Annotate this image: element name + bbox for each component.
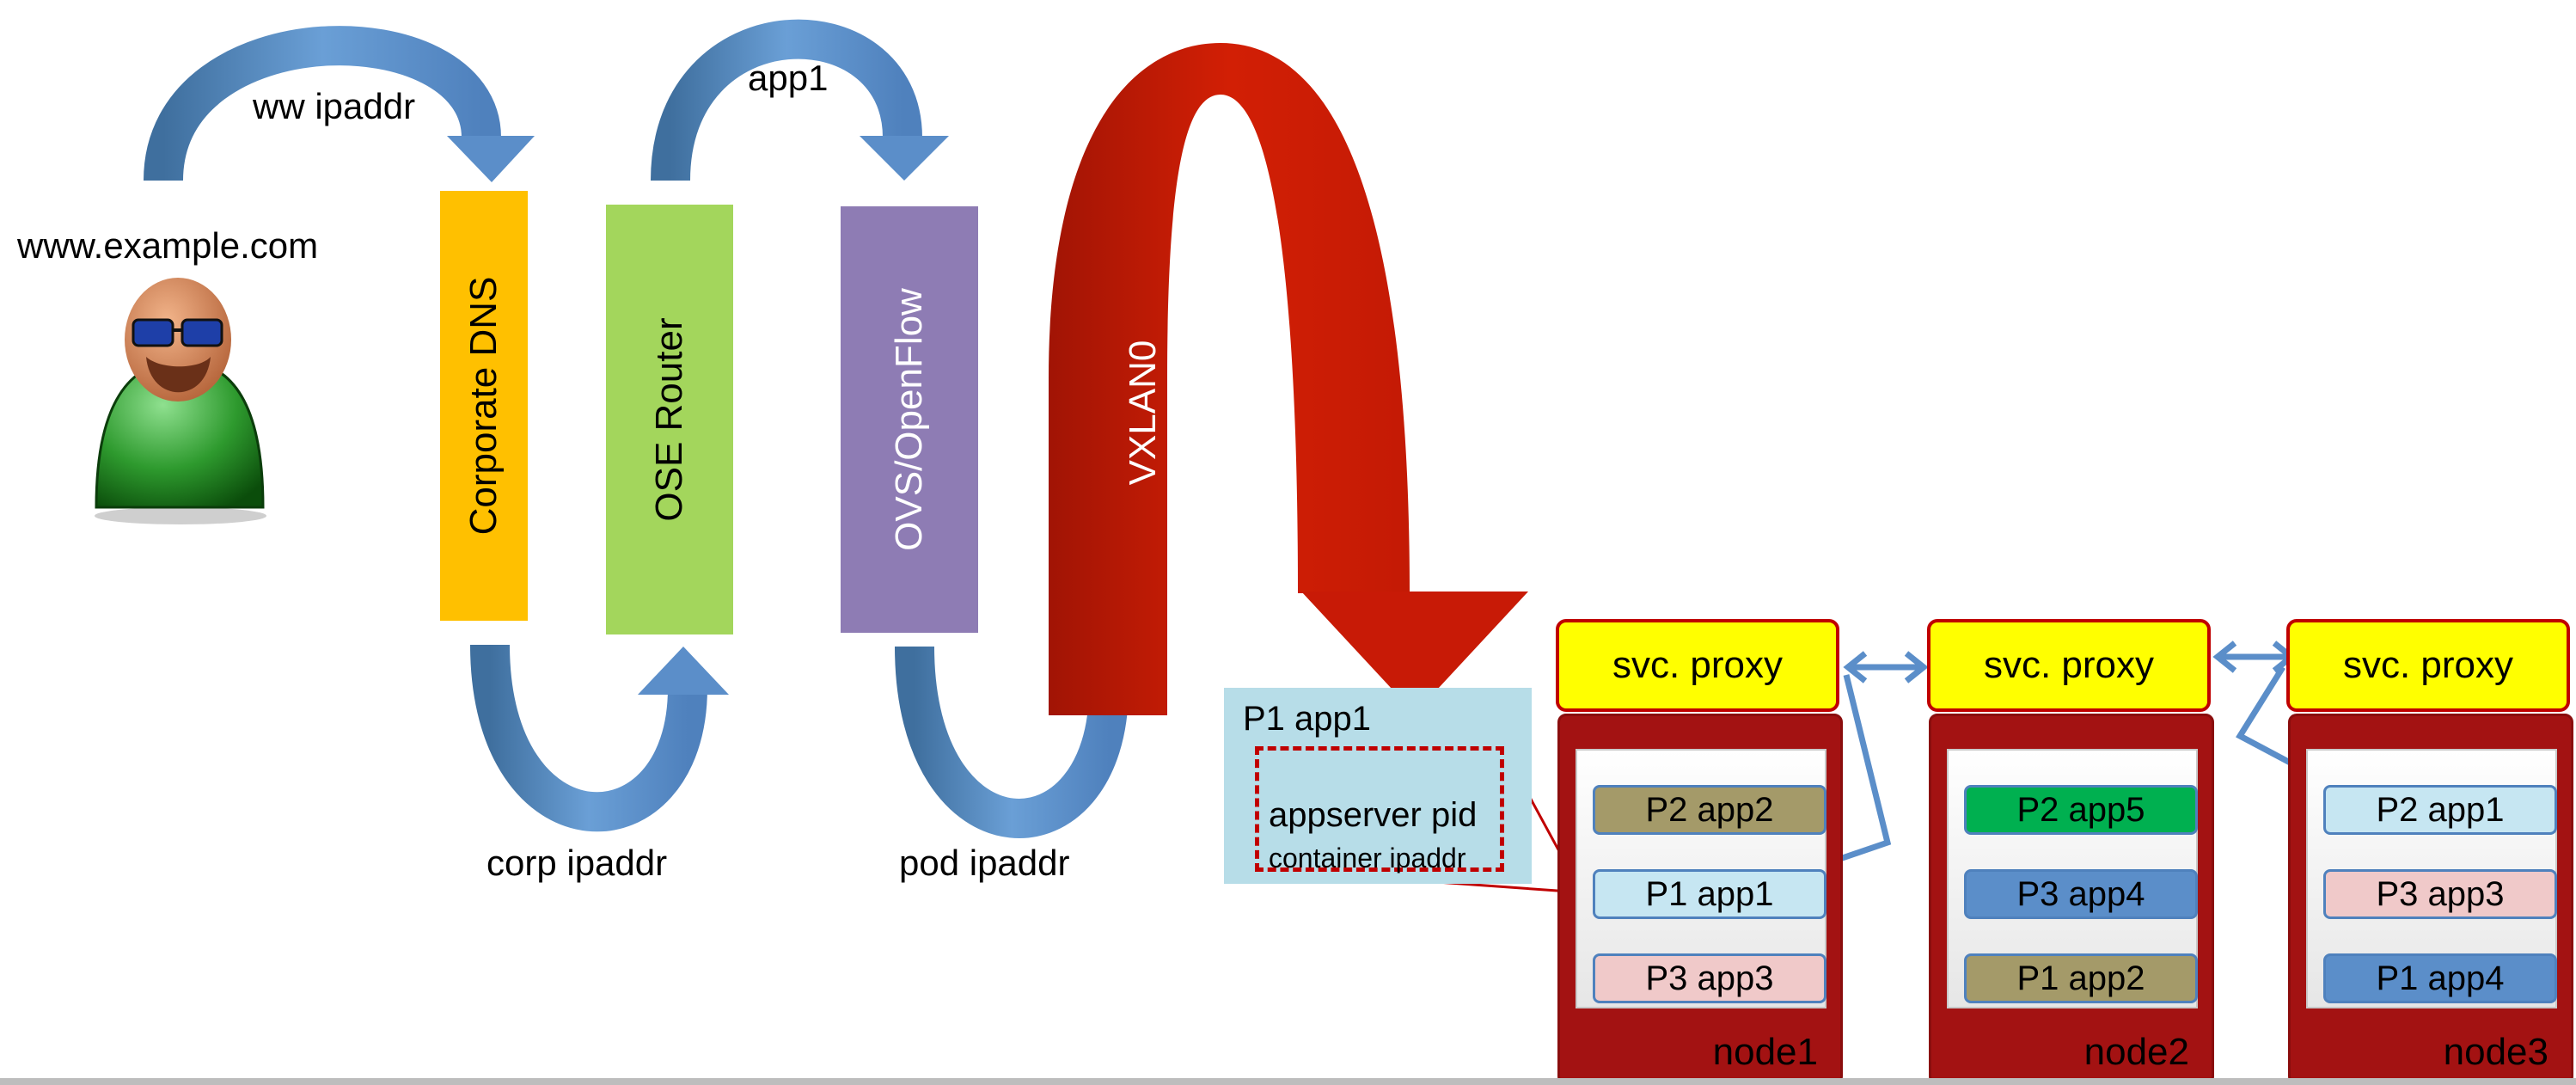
arrow-corp-ipaddr [470,644,729,832]
pod-p3-app4-node-2: P3 app4 [1964,869,2198,919]
ovs-openflow-bar: OVS/OpenFlow [841,206,978,633]
pod-detail-container-ip: container ipaddr [1269,843,1466,874]
node-1: svc. proxy P2 app2 P1 app1 P3 app3 node1 [1556,619,1845,1085]
pod-p1-app2-node-2: P1 app2 [1964,953,2198,1003]
pod-p1-app1-node-1: P1 app1 [1593,869,1826,919]
node-2-body: P2 app5 P3 app4 P1 app2 node2 [1929,714,2214,1085]
arrow-app1 [651,19,949,181]
corporate-dns-bar: Corporate DNS [440,191,528,621]
app1-label: app1 [748,58,829,98]
pod-p2-app1-node-3: P2 app1 [2323,785,2557,835]
proxy-link-1-2 [1843,651,1929,683]
node-1-body: P2 app2 P1 app1 P3 app3 node1 [1557,714,1843,1085]
pod-p1-app4-node-3: P1 app4 [2323,953,2557,1003]
node-3-label: node3 [2443,1031,2548,1073]
svc-proxy-node-2: svc. proxy [1927,619,2211,712]
node-2: svc. proxy P2 app5 P3 app4 P1 app2 node2 [1927,619,2216,1085]
svc-proxy-node-1: svc. proxy [1556,619,1839,712]
node-1-label: node1 [1712,1031,1818,1073]
pod-detail-title: P1 app1 [1243,700,1372,738]
arrow-ww-ipaddr [144,26,535,182]
pod-detail-box: P1 app1 appserver pid container ipaddr [1224,688,1532,884]
pod-detail-dashed-frame [1255,746,1504,872]
corporate-dns-label: Corporate DNS [462,276,505,536]
pod-ipaddr-label: pod ipaddr [899,843,1070,883]
vxlan-arrow [1049,43,1528,715]
ose-router-label: OSE Router [648,317,690,522]
node-1-pod-area: P2 app2 P1 app1 P3 app3 [1576,749,1826,1008]
pod-p3-app3-node-3: P3 app3 [2323,869,2557,919]
ose-router-bar: OSE Router [606,205,733,634]
node-3: svc. proxy P2 app1 P3 app3 P1 app4 node3 [2286,619,2575,1085]
site-label: www.example.com [17,225,319,266]
arrow-pod-ipaddr [895,646,1129,838]
svc-proxy-node-3: svc. proxy [2286,619,2570,712]
pod-p2-app2-node-1: P2 app2 [1593,785,1826,835]
node-2-label: node2 [2083,1031,2189,1073]
node-2-pod-area: P2 app5 P3 app4 P1 app2 [1947,749,2198,1008]
node-3-pod-area: P2 app1 P3 app3 P1 app4 [2306,749,2557,1008]
pod-p3-app3-node-1: P3 app3 [1593,953,1826,1003]
pod-p2-app5-node-2: P2 app5 [1964,785,2198,835]
vxlan-label-area: VXLAN0 [1109,327,1178,499]
bottom-divider [0,1078,2576,1085]
connector-proxy1-to-p1app1 [1820,674,1892,868]
vxlan-label: VXLAN0 [1122,340,1164,486]
ovs-openflow-label: OVS/OpenFlow [888,288,930,551]
node-3-body: P2 app1 P3 app3 P1 app4 node3 [2288,714,2573,1085]
corp-ipaddr-label: corp ipaddr [486,843,668,883]
ww-ipaddr-label: ww ipaddr [253,86,416,126]
pod-detail-pid: appserver pid [1269,796,1478,834]
